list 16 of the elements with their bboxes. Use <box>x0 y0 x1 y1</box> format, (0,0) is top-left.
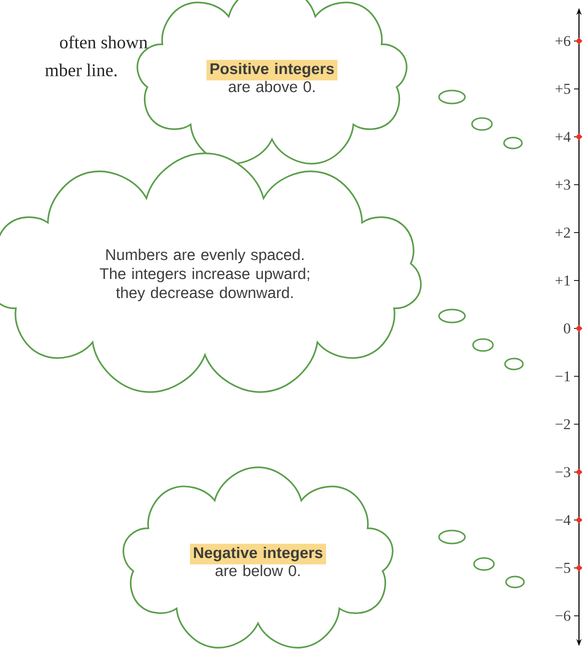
thought-cloud: Numbers are evenly spaced. The integers increase upward; they decrease downward. <box>0 152 422 393</box>
tick-label: +1 <box>556 276 570 286</box>
tick-label: +2 <box>556 228 570 238</box>
tick-label: −4 <box>556 515 571 525</box>
tick-label: 0 <box>564 323 570 334</box>
tick-label: −2 <box>556 419 570 430</box>
tick-label: +6 <box>556 36 570 46</box>
thought-cloud: Negative integers are below 0. <box>122 466 394 648</box>
tick-label: +4 <box>556 132 571 142</box>
intro-text: mber line. <box>45 64 117 76</box>
tick-label: −5 <box>556 562 570 573</box>
tick-label: +5 <box>556 84 570 94</box>
tick-label: −6 <box>556 610 570 621</box>
tick-label: −1 <box>556 371 570 382</box>
tick-label: +3 <box>556 180 570 190</box>
tick-label: −3 <box>556 467 570 478</box>
